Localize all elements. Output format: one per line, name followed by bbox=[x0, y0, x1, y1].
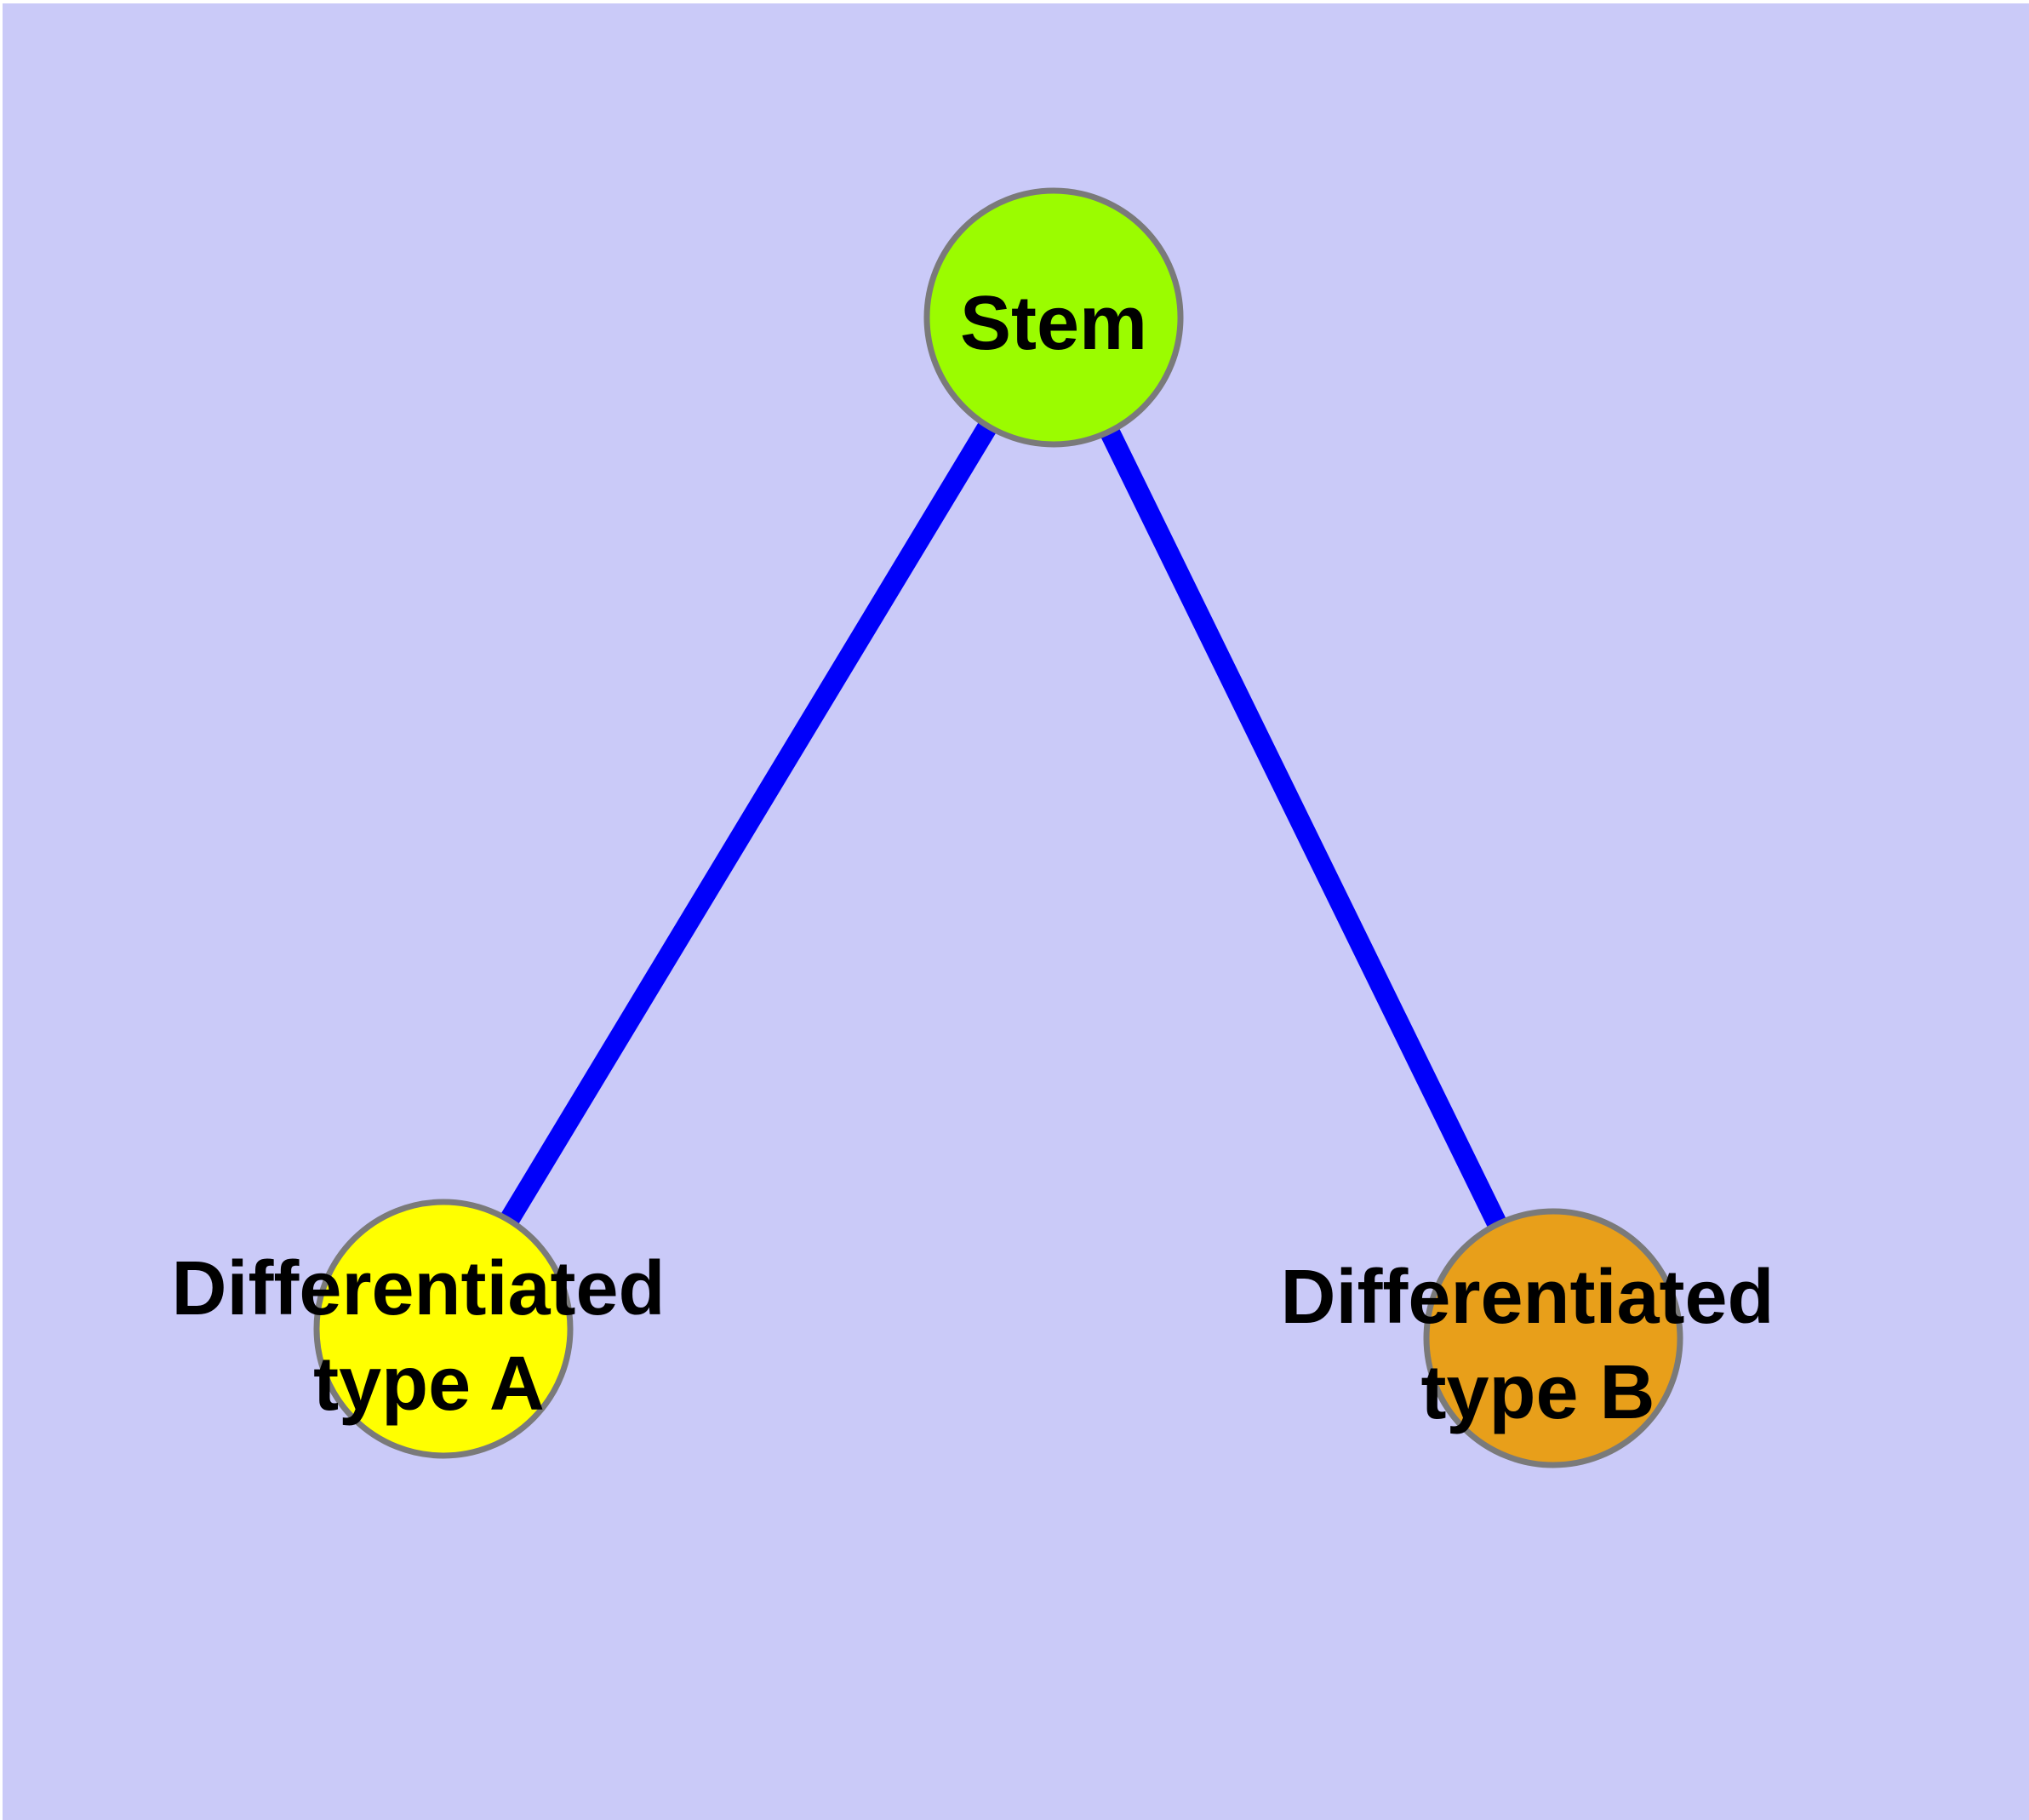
node-differentiated-type-b: Differentiated type B bbox=[1280, 1208, 1795, 1468]
node-differentiated-type-b-label-line1: Differentiated bbox=[1280, 1255, 1774, 1340]
node-differentiated-type-a-circle bbox=[313, 1199, 574, 1459]
node-stem-circle bbox=[923, 187, 1184, 448]
node-differentiated-type-b-label: Differentiated type B bbox=[1280, 1255, 1795, 1435]
node-stem: Stem bbox=[923, 187, 1184, 448]
edge-stem-to-type-b bbox=[1044, 312, 1563, 1343]
node-differentiated-type-a-label: Differentiated type A bbox=[171, 1246, 686, 1427]
node-differentiated-type-a-label-line1: Differentiated bbox=[171, 1246, 665, 1331]
node-differentiated-type-b-label-line2: type B bbox=[1420, 1350, 1655, 1435]
node-differentiated-type-a: Differentiated type A bbox=[171, 1199, 686, 1459]
edge-stem-to-type-a bbox=[434, 312, 1063, 1335]
node-stem-label: Stem bbox=[960, 281, 1147, 366]
node-differentiated-type-a-label-line2: type A bbox=[313, 1342, 545, 1427]
node-differentiated-type-b-circle bbox=[1423, 1208, 1683, 1468]
